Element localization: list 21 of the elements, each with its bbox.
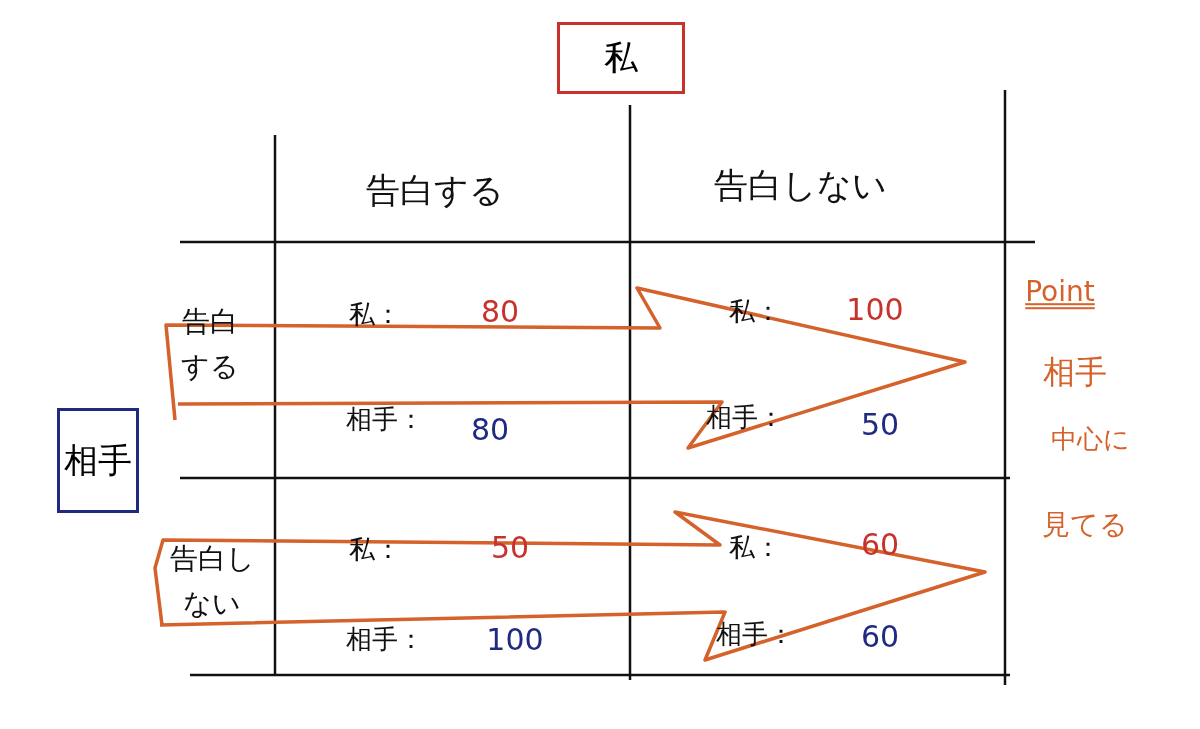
payoff-value: 50 [860, 407, 900, 443]
cell-label: 私： [349, 534, 401, 566]
cell-label: 私： [729, 532, 781, 564]
payoff-value: 100 [486, 622, 544, 658]
note-text: 中心に [1050, 424, 1130, 456]
payoff-value: 100 [846, 292, 904, 328]
payoff-value: 80 [470, 412, 510, 448]
note-heading: Point [1025, 275, 1095, 309]
note-text: 相手 [1043, 352, 1107, 392]
payoff-value: 80 [480, 294, 520, 330]
row-header: 告白しない [168, 541, 256, 622]
cell-label: 相手： [346, 624, 424, 656]
note-text: 見てる [1042, 508, 1128, 542]
column-header: 告白する [366, 169, 504, 211]
payoff-value: 60 [860, 619, 900, 655]
label-box: 私 [557, 22, 685, 94]
cell-label: 相手： [716, 619, 794, 651]
label-box: 相手 [57, 408, 139, 513]
cell-label: 相手： [346, 404, 424, 436]
cell-label: 私： [349, 299, 401, 331]
column-header: 告白しない [713, 164, 887, 206]
